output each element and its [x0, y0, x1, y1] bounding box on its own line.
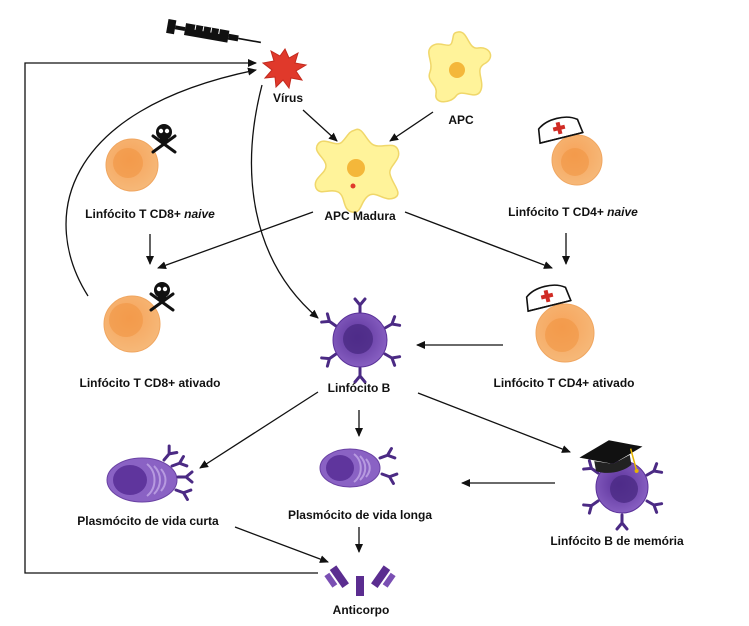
arrow-bcell-to-memory: [417, 392, 571, 453]
arrow-bcell-to-plasma-short: [199, 391, 319, 469]
apc-node: APC: [428, 31, 492, 127]
syringe-icon: [166, 19, 262, 44]
b-cell-icon: [320, 297, 402, 384]
virus-node: Vírus: [261, 47, 308, 105]
cd8-naive-node: Linfócito T CD8+ naive: [85, 124, 215, 221]
cd8-naive-cell-icon: [105, 138, 159, 192]
virus-label: Vírus: [273, 91, 303, 105]
plasma-short-cell-icon: [106, 444, 194, 503]
arrow-virus-to-apc-mature: [302, 109, 338, 142]
virus-icon: [261, 47, 308, 90]
antibody-icon: [324, 565, 396, 596]
graduation-cap-icon: [579, 440, 643, 473]
skull-crossbones-icon: [149, 282, 175, 312]
b-memory-label: Linfócito B de memória: [550, 534, 684, 548]
plasma-long-label: Plasmócito de vida longa: [288, 508, 432, 522]
b-cell-label: Linfócito B: [328, 381, 391, 395]
cd8-naive-label: Linfócito T CD8+ naive: [85, 207, 215, 221]
apc-mature-node: APC Madura: [314, 128, 400, 223]
arrow-virus-to-bcell: [250, 84, 319, 319]
plasma-short-node: Plasmócito de vida curta: [77, 444, 219, 528]
skull-crossbones-icon: [151, 124, 177, 154]
apc-label: APC: [448, 113, 474, 127]
plasma-long-cell-icon: [319, 447, 399, 488]
cd4-active-cell-icon: [535, 303, 595, 363]
arrow-plasma-short-to-antibody: [234, 526, 329, 563]
nurse-cap-icon: [537, 116, 584, 145]
cd8-active-label: Linfócito T CD8+ ativado: [79, 376, 220, 390]
cd4-active-node: Linfócito T CD4+ ativado: [493, 284, 635, 390]
cd4-naive-cell-icon: [551, 134, 603, 186]
cd4-naive-label: Linfócito T CD4+ naive: [508, 205, 638, 219]
arrow-apc-to-cd8-active: [157, 211, 314, 270]
cd4-active-label: Linfócito T CD4+ ativado: [493, 376, 634, 390]
apc-mature-label: APC Madura: [324, 209, 396, 223]
arrow-apc-to-cd4-active: [404, 211, 553, 269]
arrows: [24, 59, 571, 574]
b-memory-node: Linfócito B de memória: [550, 440, 684, 548]
antibody-label: Anticorpo: [333, 603, 390, 617]
b-cell-node: Linfócito B: [320, 297, 402, 395]
arrow-antibody-to-virus: [24, 59, 318, 574]
b-memory-cell-icon: [582, 459, 664, 531]
arrow-apc-to-apc-mature: [389, 111, 434, 142]
cd8-active-node: Linfócito T CD8+ ativado: [79, 282, 221, 390]
nurse-cap-icon: [525, 284, 572, 313]
cd4-naive-node: Linfócito T CD4+ naive: [508, 116, 638, 219]
plasma-short-label: Plasmócito de vida curta: [77, 514, 219, 528]
plasma-long-node: Plasmócito de vida longa: [288, 447, 432, 522]
cd8-active-cell-icon: [103, 295, 161, 353]
antibody-node: Anticorpo: [324, 565, 396, 617]
arrow-cd8-active-to-virus: [65, 67, 257, 297]
